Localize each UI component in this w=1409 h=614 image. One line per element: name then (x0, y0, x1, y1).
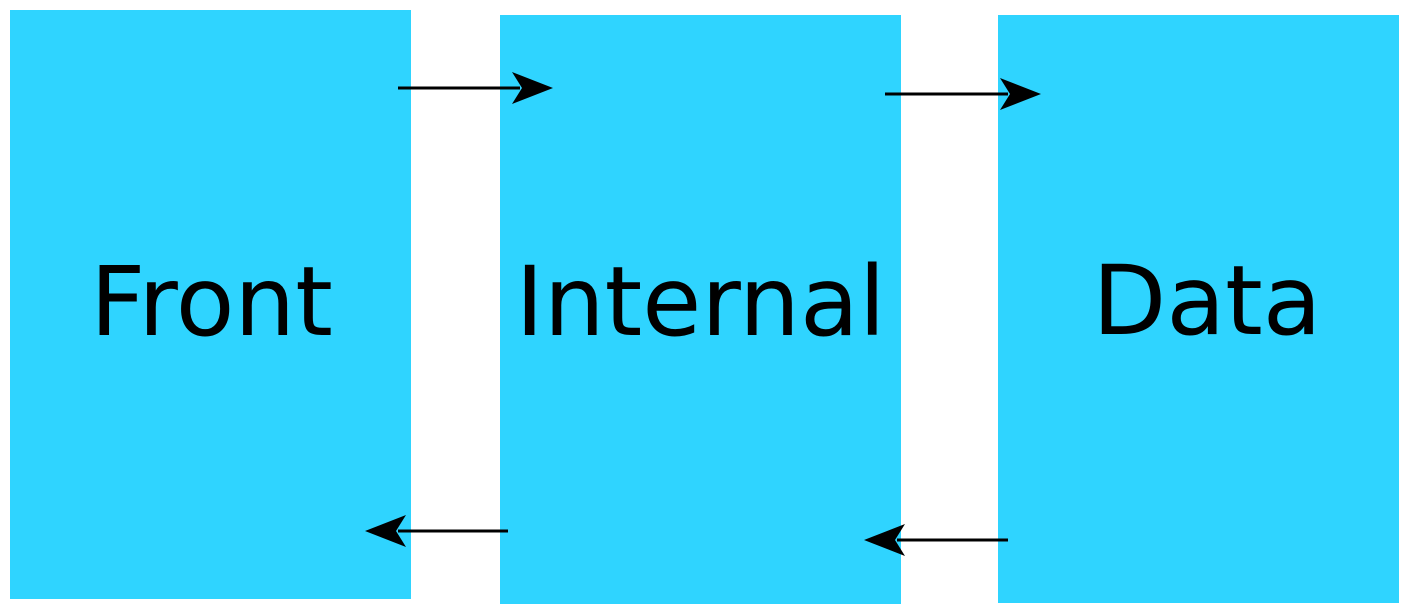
data-block: Data (998, 15, 1399, 603)
front-label: Front (90, 245, 333, 358)
data-label: Data (1092, 245, 1322, 357)
front-block: Front (10, 10, 411, 599)
internal-label: Internal (515, 245, 886, 358)
internal-block: Internal (500, 15, 901, 604)
